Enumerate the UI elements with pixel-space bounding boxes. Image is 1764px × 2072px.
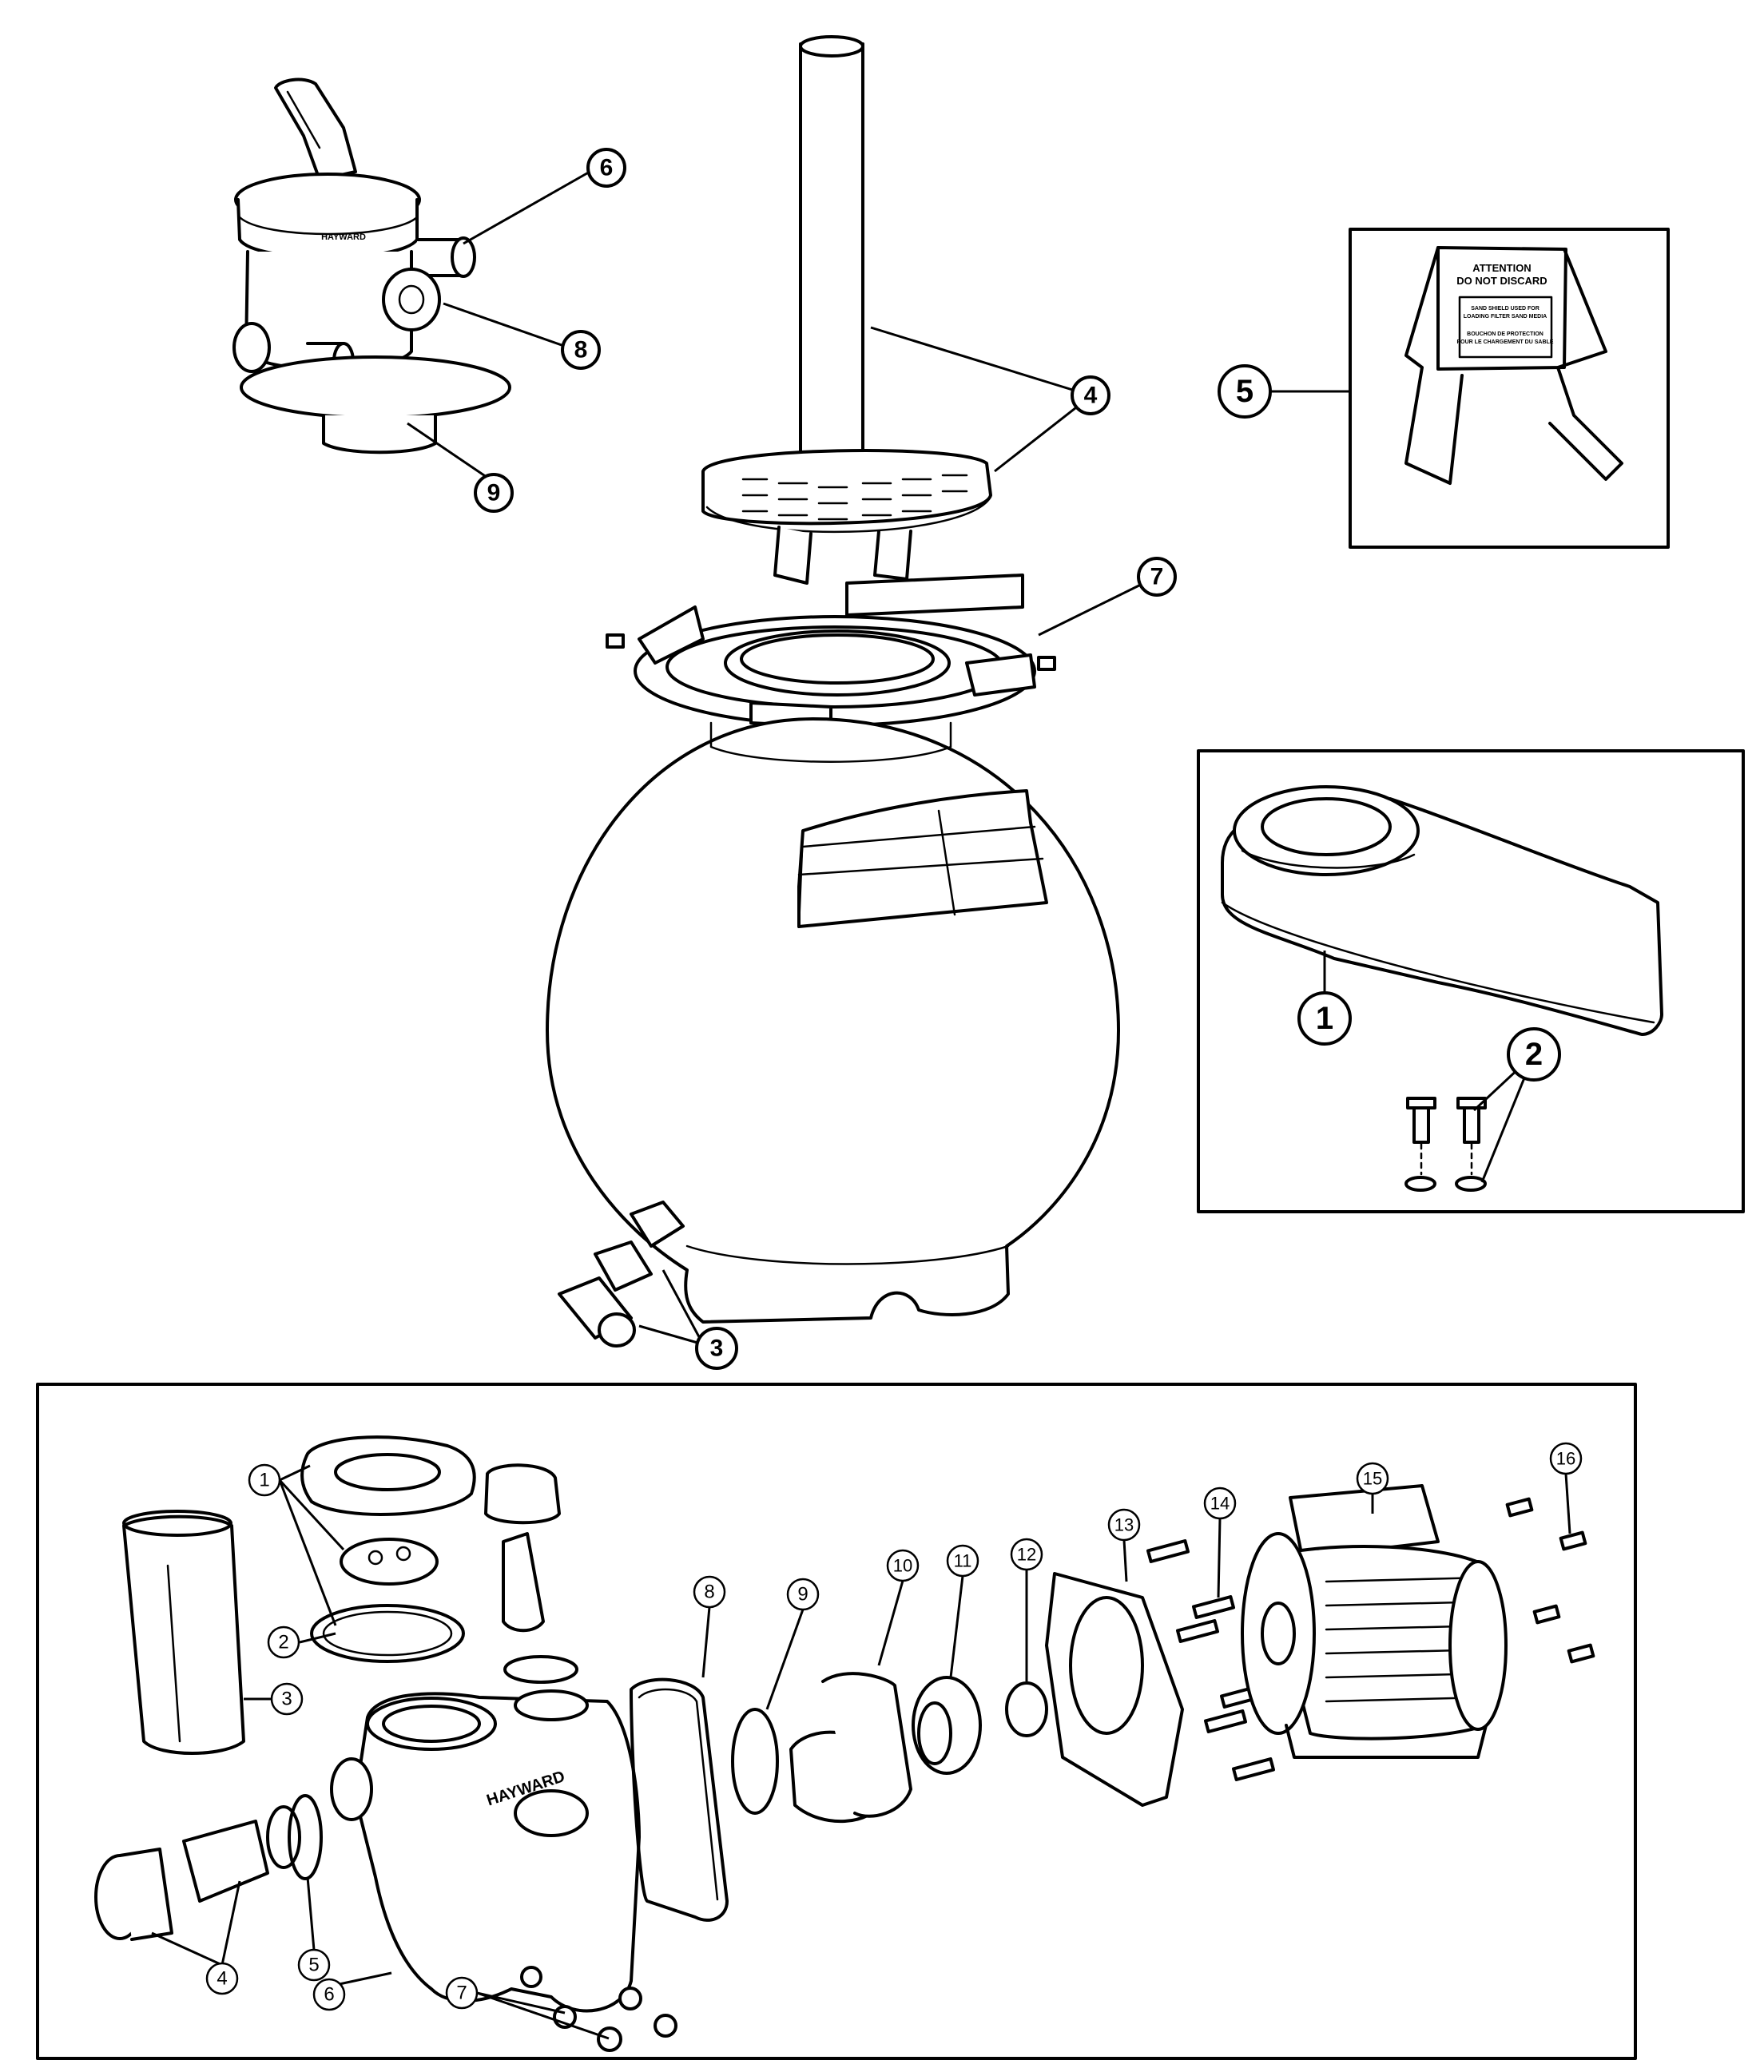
pump-callout-12: 12	[1010, 1538, 1043, 1571]
pump-callout-3-text: 3	[281, 1689, 292, 1710]
pump-callout-8: 8	[693, 1575, 726, 1609]
pump-panel: HAYWARD	[36, 1383, 1637, 2060]
pump-callout-2: 2	[267, 1625, 300, 1659]
pump-callout-1-text: 1	[259, 1470, 269, 1491]
pump-callout-14-text: 14	[1210, 1494, 1230, 1514]
callout-labels: 6 8 9 4 5 7 1 2 3 1 2 3 4 5 6 7 8 9 10 1…	[205, 148, 1583, 2011]
pump-callout-5: 5	[297, 1948, 331, 1982]
callout-7: 7	[1137, 557, 1177, 597]
callout-1-text: 1	[1316, 1001, 1333, 1036]
tag-text: ATTENTION DO NOT DISCARD SAND SHIELD USE…	[1456, 262, 1553, 345]
pump-callout-9-text: 9	[797, 1584, 808, 1606]
pump-callout-15: 15	[1356, 1462, 1389, 1495]
callout-8: 8	[561, 330, 601, 370]
callout-2: 2	[1507, 1027, 1561, 1082]
pump-callout-4: 4	[205, 1962, 239, 1995]
pump-callout-8-text: 8	[704, 1582, 714, 1603]
pump-callout-16: 16	[1549, 1442, 1583, 1475]
callout-9-text: 9	[487, 480, 501, 506]
tank-clamp	[606, 574, 1056, 728]
callout-6: 6	[586, 148, 626, 188]
pump-callout-3: 3	[270, 1682, 304, 1716]
callout-2-text: 2	[1525, 1037, 1543, 1072]
pump-callout-6-text: 6	[324, 1984, 334, 2006]
svg-text:HAYWARD: HAYWARD	[321, 232, 366, 242]
callout-4: 4	[1071, 375, 1110, 415]
pump-callout-10-text: 10	[893, 1556, 912, 1576]
pump-callout-4-text: 4	[217, 1968, 227, 1990]
callout-5: 5	[1218, 364, 1272, 419]
callout-4-text: 4	[1084, 383, 1098, 409]
pump-callout-16-text: 16	[1556, 1449, 1575, 1469]
pump-callout-11-text: 11	[954, 1551, 972, 1571]
drain-plugs	[558, 1201, 685, 1348]
callout-8-text: 8	[574, 337, 588, 363]
pump-callout-1: 1	[248, 1463, 281, 1497]
pump-callout-11: 11	[946, 1544, 979, 1578]
pump-callout-10: 10	[886, 1549, 920, 1582]
pump-callout-15-text: 15	[1363, 1469, 1382, 1489]
sand-shield-detail-panel	[1197, 749, 1745, 1213]
callout-1: 1	[1297, 991, 1352, 1046]
callout-3-text: 3	[710, 1336, 724, 1362]
tag-line-2: DO NOT DISCARD	[1456, 275, 1547, 287]
tag-line-5: BOUCHON DE PROTECTION	[1467, 331, 1544, 337]
pump-callout-2-text: 2	[278, 1632, 288, 1653]
tag-line-4: LOADING FILTER SAND MEDIA	[1464, 314, 1547, 320]
multiport-valve: HAYWARD	[232, 77, 511, 454]
callout-6-text: 6	[600, 155, 614, 181]
callout-5-text: 5	[1236, 374, 1253, 409]
callout-7-text: 7	[1150, 564, 1164, 590]
pump-callout-7: 7	[445, 1976, 479, 2010]
callout-9: 9	[474, 473, 514, 513]
tag-line-6: POUR LE CHARGEMENT DU SABLE	[1457, 339, 1554, 345]
pump-callout-6: 6	[312, 1978, 346, 2011]
filter-tank	[546, 717, 1120, 1324]
standpipe-assembly	[701, 35, 992, 585]
tag-line-3: SAND SHIELD USED FOR	[1471, 306, 1540, 312]
pump-callout-13-text: 13	[1114, 1515, 1134, 1535]
pump-callout-9: 9	[786, 1578, 820, 1611]
pump-callout-14: 14	[1203, 1487, 1237, 1520]
pump-callout-7-text: 7	[456, 1983, 467, 2004]
callout-3: 3	[695, 1327, 738, 1370]
tag-line-1: ATTENTION	[1472, 262, 1531, 274]
pump-callout-13: 13	[1107, 1508, 1141, 1542]
sand-shield-tag-panel	[1349, 228, 1670, 549]
pump-callout-5-text: 5	[308, 1955, 319, 1976]
pump-callout-12-text: 12	[1017, 1545, 1036, 1565]
